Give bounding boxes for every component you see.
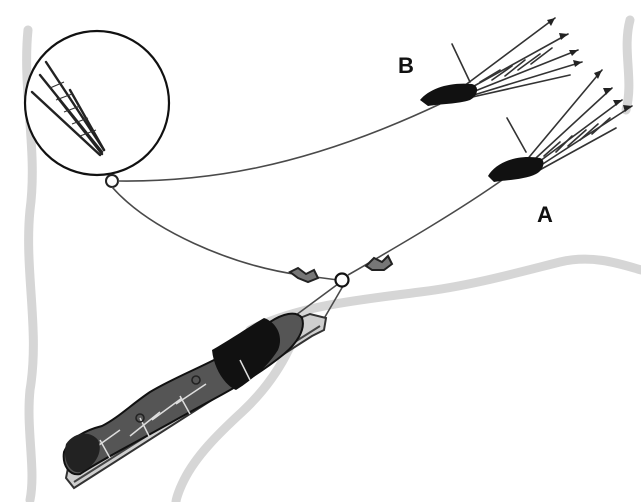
detail-shackle-icon (106, 175, 118, 187)
anchor-a-base-icon (488, 157, 543, 182)
knot-left (290, 268, 318, 282)
master-ring-icon (336, 274, 349, 287)
detail-magnifier (25, 31, 169, 187)
anchor-b-label: B (398, 53, 414, 78)
knot-right (366, 256, 392, 270)
anchor-a: A (488, 70, 632, 227)
anchor-b: B (398, 18, 582, 106)
anchor-b-base-icon (420, 84, 477, 106)
anchor-a-label: A (537, 202, 553, 227)
cliff-edge-right (626, 20, 630, 110)
rope-detail-to-ring (112, 187, 338, 280)
